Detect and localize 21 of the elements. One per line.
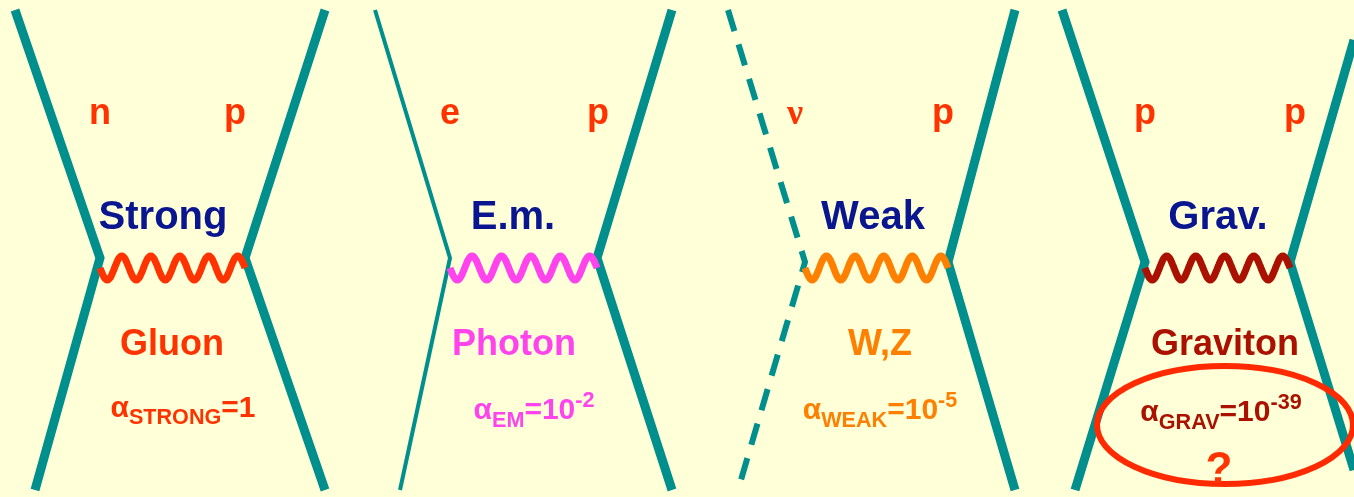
force-name: Strong (98, 195, 228, 235)
boson-name: Photon (452, 325, 576, 361)
particle-label: n (89, 94, 111, 130)
coupling-constant: α$_{EM}$=10$^{-2}$ (473, 389, 595, 431)
force-name: Grav. (1168, 195, 1268, 235)
force-name: Weak (821, 195, 925, 235)
coupling-constant: α$_{WEAK}$=10$^{-5}$ (802, 389, 958, 431)
particle-label: p (932, 94, 954, 130)
boson-name: Gluon (120, 325, 224, 361)
question-mark: ? (1205, 446, 1233, 490)
particle-label: ν (786, 94, 804, 130)
boson-name: Graviton (1151, 325, 1299, 361)
particle-label: p (1284, 94, 1306, 130)
force-name: E.m. (470, 195, 556, 235)
coupling-constant: α$_{GRAV}$=10$^{-39}$ (1140, 391, 1302, 433)
boson-name: W,Z (848, 325, 912, 361)
particle-label: p (224, 94, 246, 130)
particle-label: p (587, 94, 609, 130)
coupling-constant: α$_{STRONG}$=1 (110, 391, 256, 429)
particle-label: e (440, 94, 460, 130)
particle-label: p (1134, 94, 1156, 130)
